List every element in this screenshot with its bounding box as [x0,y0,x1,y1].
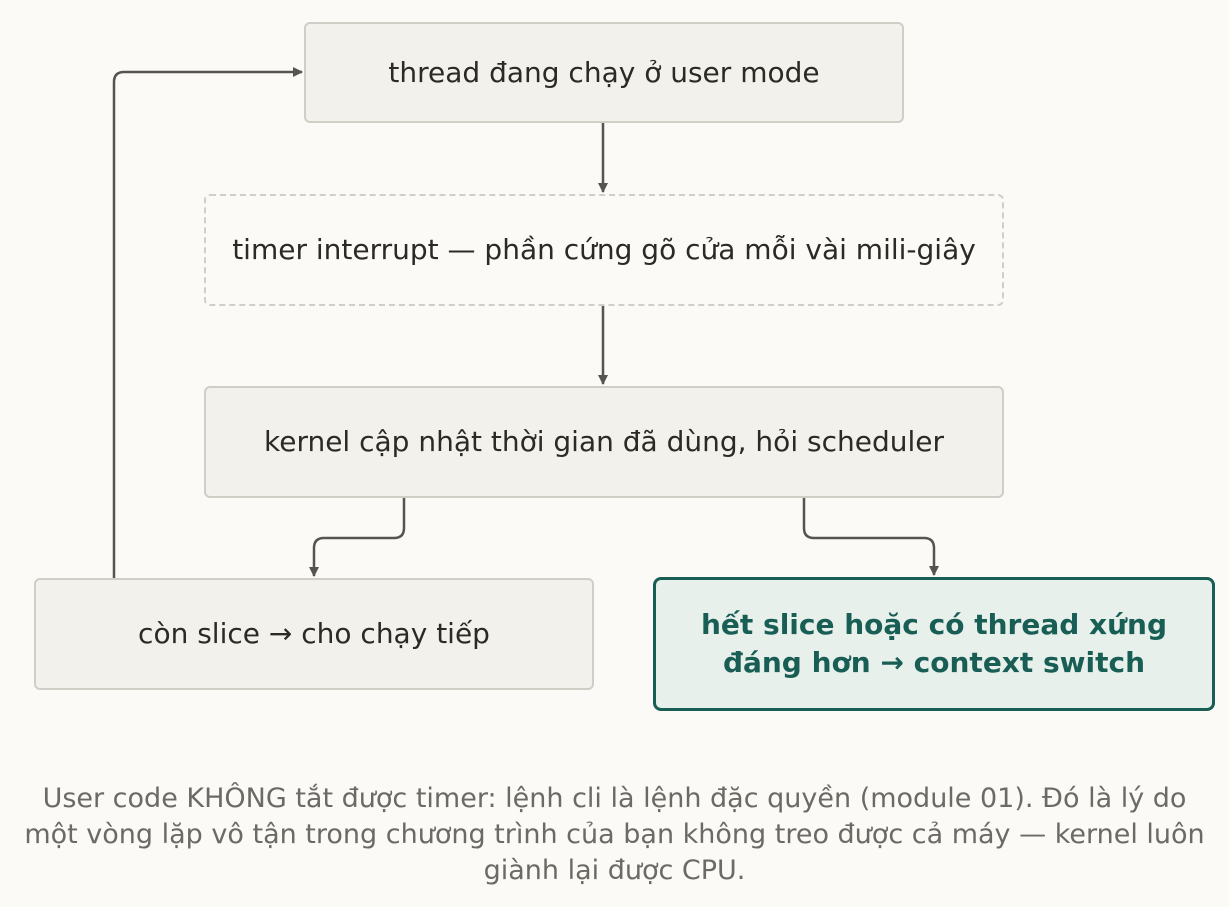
node-timer-interrupt: timer interrupt — phần cứng gõ cửa mỗi v… [204,194,1004,306]
node-continue-label: còn slice → cho chạy tiếp [138,617,490,650]
diagram-caption: User code KHÔNG tắt được timer: lệnh cli… [24,783,1205,886]
arrow-kernel-to-continue [309,498,406,577]
arrow-kernel-to-context-switch [802,498,939,576]
node-context-switch-label: hết slice hoặc có thread xứng đáng hơn →… [700,608,1168,679]
node-kernel-update-label: kernel cập nhật thời gian đã dùng, hỏi s… [264,425,944,458]
node-kernel-update: kernel cập nhật thời gian đã dùng, hỏi s… [204,386,1004,498]
arrow-continue-loop-back [34,67,303,635]
node-user-mode: thread đang chạy ở user mode [304,22,904,123]
node-continue: còn slice → cho chạy tiếp [34,578,594,690]
node-user-mode-label: thread đang chạy ở user mode [388,55,820,89]
node-context-switch: hết slice hoặc có thread xứng đáng hơn →… [653,577,1215,711]
node-timer-interrupt-label: timer interrupt — phần cứng gõ cửa mỗi v… [232,233,976,266]
